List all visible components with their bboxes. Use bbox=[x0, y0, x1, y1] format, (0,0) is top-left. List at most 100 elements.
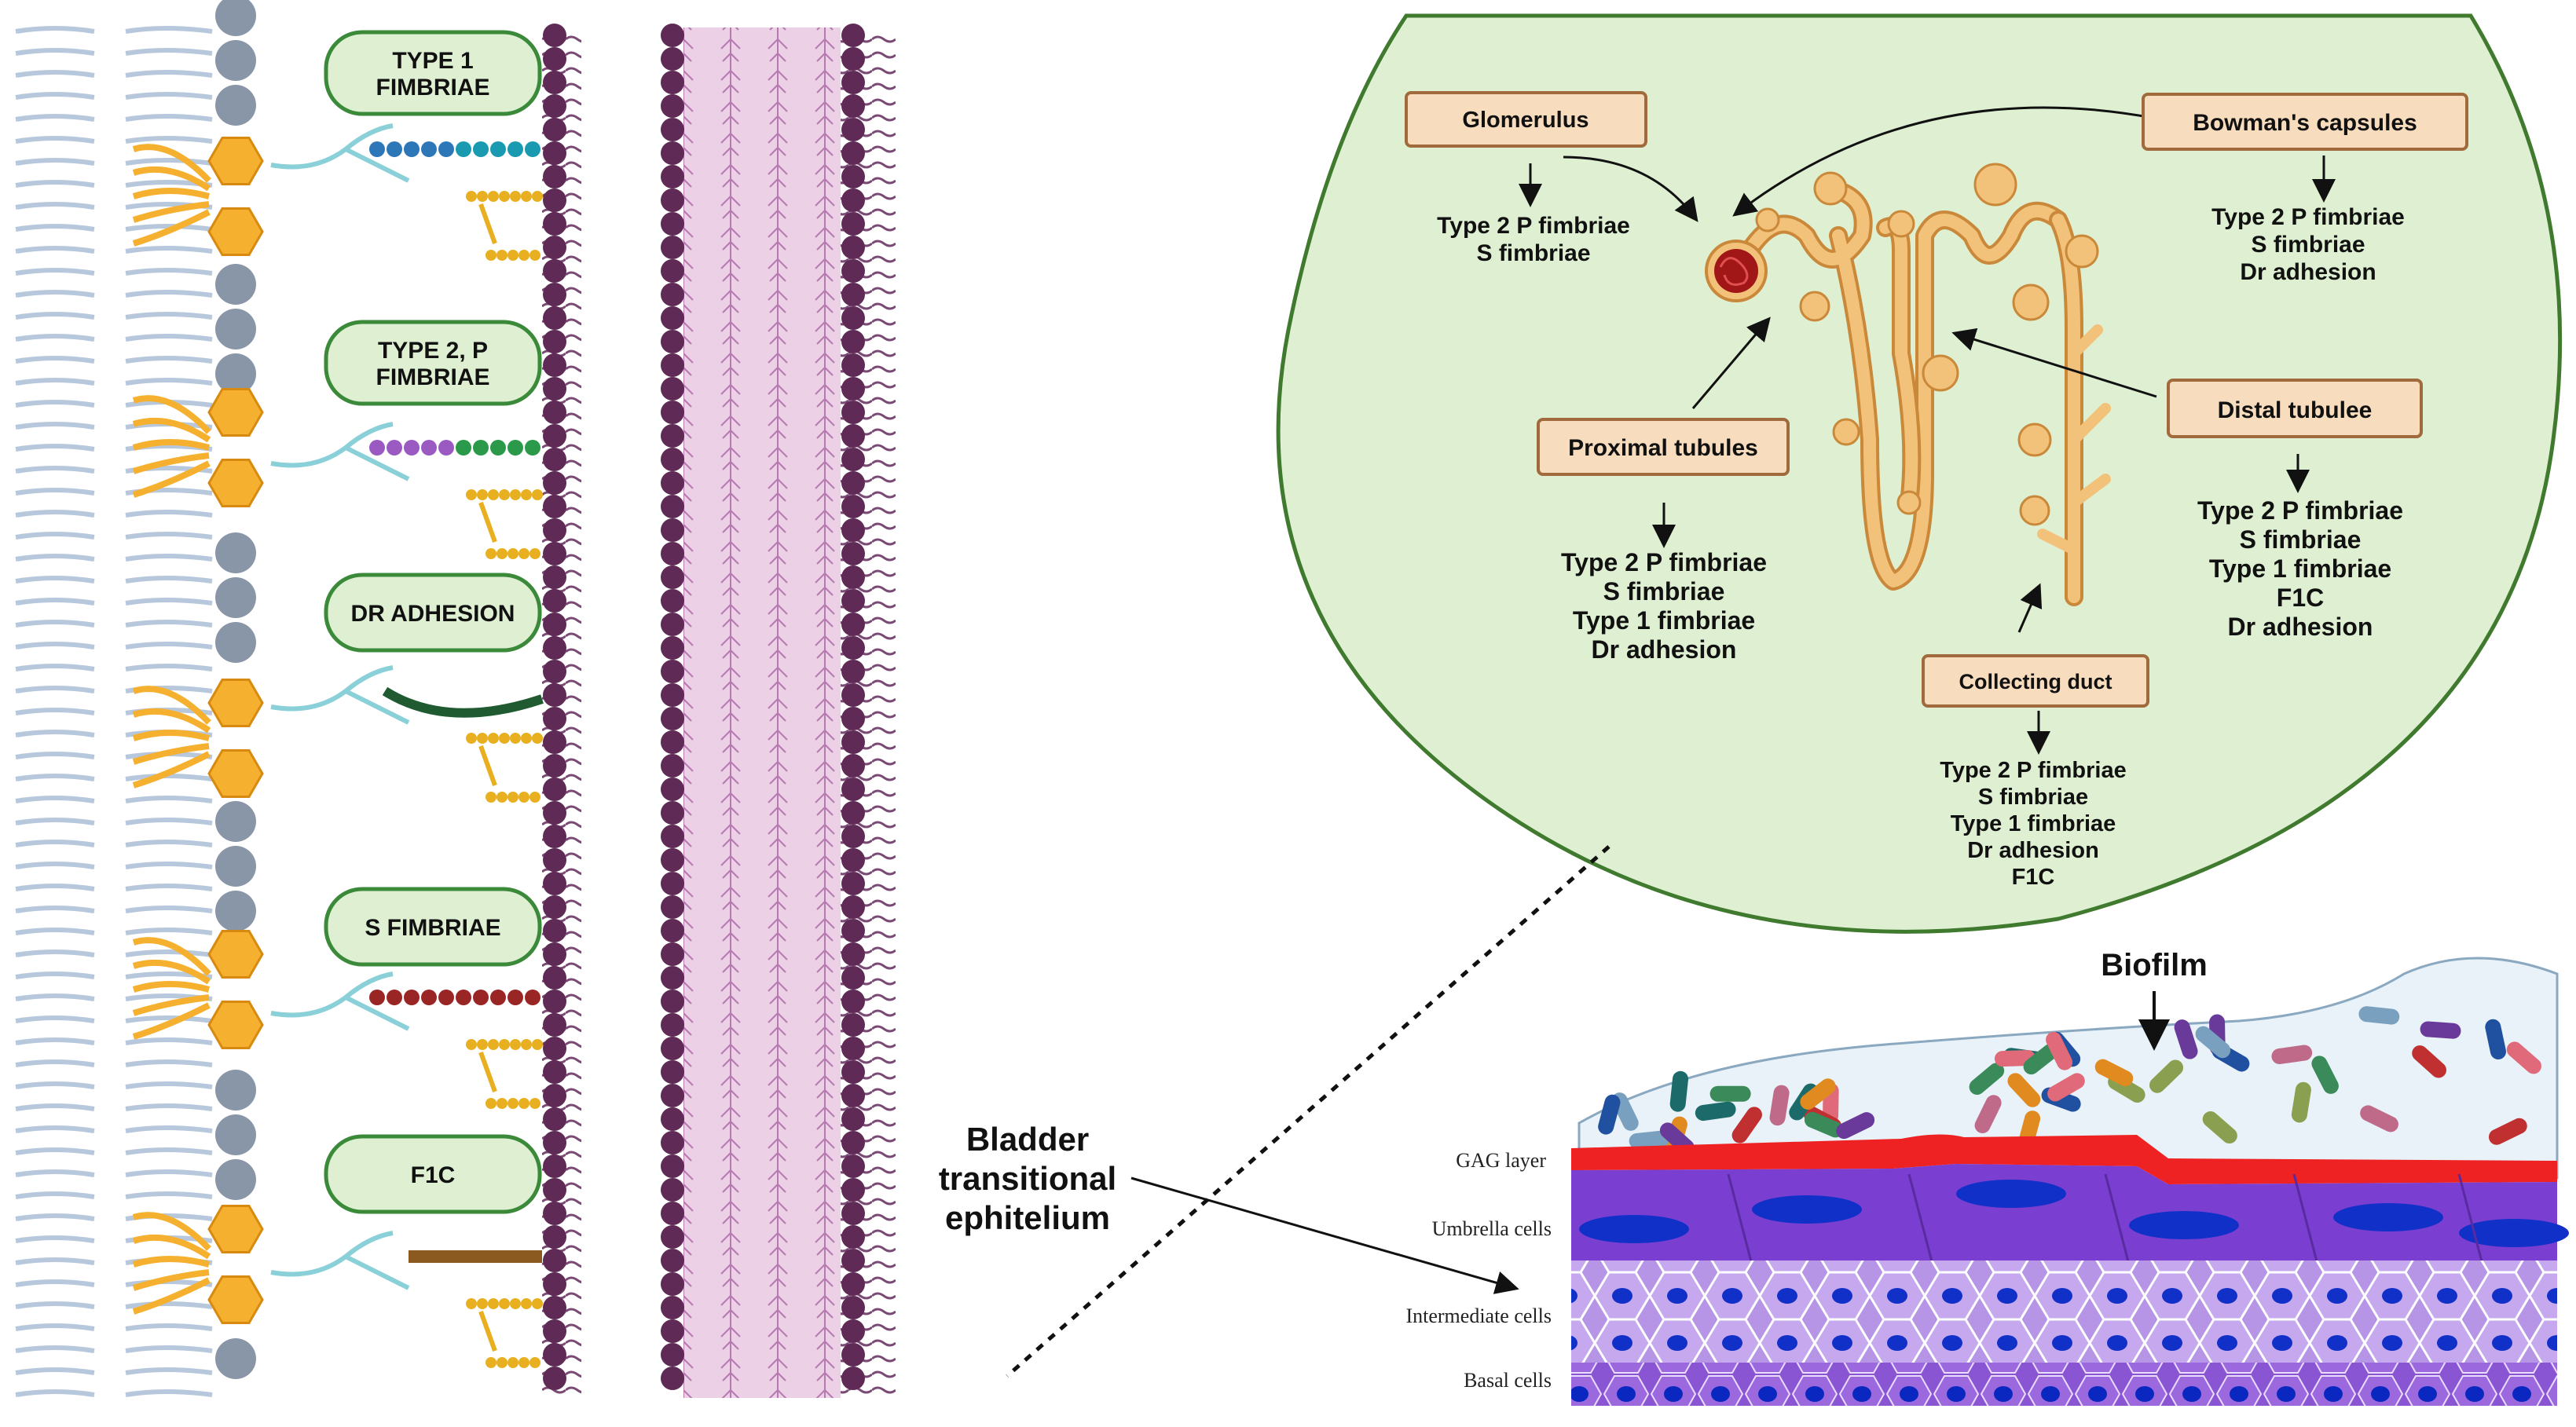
fimbrial-subunit bbox=[438, 141, 454, 157]
bladder-panel: Biofilm GAG layer Umbrella cells Interme… bbox=[939, 948, 2569, 1406]
receptor-glycan bbox=[466, 191, 477, 202]
collecting-item: Type 1 fimbriae bbox=[1951, 811, 2116, 836]
membrane-bead bbox=[841, 424, 865, 448]
receptor-glycan bbox=[466, 1039, 477, 1050]
membrane-bead bbox=[661, 495, 684, 518]
membrane-bead bbox=[543, 283, 566, 306]
lipid-tail bbox=[15, 752, 213, 759]
membrane-bead bbox=[543, 330, 566, 353]
fimbrial-subunit bbox=[490, 440, 506, 456]
membrane-bead bbox=[661, 801, 684, 825]
collecting-item: S fimbriae bbox=[1978, 785, 2088, 810]
bacterial-tail bbox=[132, 460, 211, 498]
membrane-bead bbox=[661, 165, 684, 188]
receptor-glycan bbox=[499, 1039, 510, 1050]
bacterial-tail bbox=[132, 994, 210, 1016]
receptor-glycan bbox=[497, 250, 508, 261]
membrane-bead bbox=[661, 1013, 684, 1037]
receptor-glycan bbox=[486, 1357, 497, 1368]
membrane-bead bbox=[543, 212, 566, 236]
bacterial-bead bbox=[215, 532, 256, 573]
distal-item: Type 2 P fimbriae bbox=[2197, 496, 2403, 525]
receptor-glycan bbox=[508, 1098, 518, 1109]
membrane-bead bbox=[841, 495, 865, 518]
membrane-bead bbox=[543, 919, 566, 942]
membrane-bead bbox=[543, 1225, 566, 1249]
membrane-bead bbox=[841, 542, 865, 565]
bacterial-tail bbox=[132, 417, 211, 443]
membrane-bead bbox=[543, 1202, 566, 1225]
fimbriae-label-4: S FIMBRIAE bbox=[324, 887, 542, 967]
membrane-bead bbox=[661, 94, 684, 118]
membrane-bead bbox=[543, 1296, 566, 1319]
receptor-glycan bbox=[529, 250, 540, 261]
lipid-tail bbox=[15, 1147, 213, 1155]
receptor-link bbox=[478, 1310, 497, 1352]
membrane-bead bbox=[661, 872, 684, 895]
receptor-glycan bbox=[499, 489, 510, 500]
lipid-tail bbox=[15, 334, 213, 342]
collecting-item: Dr adhesion bbox=[1967, 838, 2099, 863]
lipid-tail bbox=[15, 774, 213, 781]
receptor-link bbox=[478, 745, 497, 787]
receptor-glycan bbox=[529, 1098, 540, 1109]
arrow-glomerulus-pointer bbox=[1563, 156, 1698, 222]
biofilm-bacteria bbox=[1598, 1006, 2541, 1157]
lipid-tail bbox=[15, 136, 213, 144]
fimbriae-label-box bbox=[324, 573, 542, 653]
receptor-glycan bbox=[518, 792, 529, 803]
receptor-glycan bbox=[510, 489, 521, 500]
bacterial-bead bbox=[215, 801, 256, 842]
fimbrial-subunit bbox=[369, 141, 385, 157]
membrane-bead bbox=[543, 1154, 566, 1178]
lipid-tail bbox=[15, 1037, 213, 1045]
receptor-glycan bbox=[529, 792, 540, 803]
membrane-bead bbox=[841, 613, 865, 636]
lipid-tail bbox=[15, 554, 213, 562]
membrane-bead bbox=[543, 942, 566, 966]
receptor-glycan bbox=[499, 1298, 510, 1309]
fimbrial-subunit bbox=[387, 141, 402, 157]
membrane-bead bbox=[841, 848, 865, 872]
bacterial-bead bbox=[215, 846, 256, 887]
bacterium bbox=[2485, 1019, 2506, 1060]
membrane-bead bbox=[841, 919, 865, 942]
lipid-tail bbox=[15, 444, 213, 452]
receptor-glycan bbox=[518, 548, 529, 559]
fimbrial-subunit bbox=[438, 440, 454, 456]
membrane-bead bbox=[841, 1084, 865, 1107]
membrane-bead bbox=[841, 259, 865, 283]
membrane-bead bbox=[543, 636, 566, 660]
fimbrial-subunit bbox=[387, 990, 402, 1005]
layer-label-intermediate: Intermediate cells bbox=[1405, 1304, 1552, 1327]
membrane-bead bbox=[661, 47, 684, 71]
lipid-tail bbox=[15, 70, 213, 78]
receptor-glycan bbox=[510, 1039, 521, 1050]
membrane-bead bbox=[661, 895, 684, 919]
receptor-glycan bbox=[477, 489, 488, 500]
receptor-glycan bbox=[532, 1039, 543, 1050]
membrane-bead bbox=[543, 1037, 566, 1060]
membrane-bead bbox=[543, 895, 566, 919]
lipid-tail bbox=[15, 158, 213, 166]
membrane-bead bbox=[841, 377, 865, 401]
receptor-glycan bbox=[488, 191, 499, 202]
dr-adhesin-chain bbox=[382, 686, 544, 718]
f1c-rod bbox=[409, 1250, 542, 1263]
lipid-tail bbox=[15, 620, 213, 628]
bacterium bbox=[2023, 1043, 2059, 1075]
arrow-distal-pointer bbox=[1951, 327, 2157, 398]
membrane-bead bbox=[841, 283, 865, 306]
lipid-tail bbox=[15, 268, 213, 276]
receptor-link bbox=[478, 203, 497, 245]
receptor-link bbox=[478, 1051, 497, 1093]
membrane-bead bbox=[841, 1060, 865, 1084]
lipid-tail bbox=[15, 971, 213, 979]
membrane-bead bbox=[661, 848, 684, 872]
distal-item: F1C bbox=[2277, 584, 2324, 612]
bacterial-tail bbox=[132, 1002, 211, 1040]
membrane-bead bbox=[841, 47, 865, 71]
bacterium bbox=[2046, 1031, 2073, 1070]
membrane-bead bbox=[841, 188, 865, 212]
